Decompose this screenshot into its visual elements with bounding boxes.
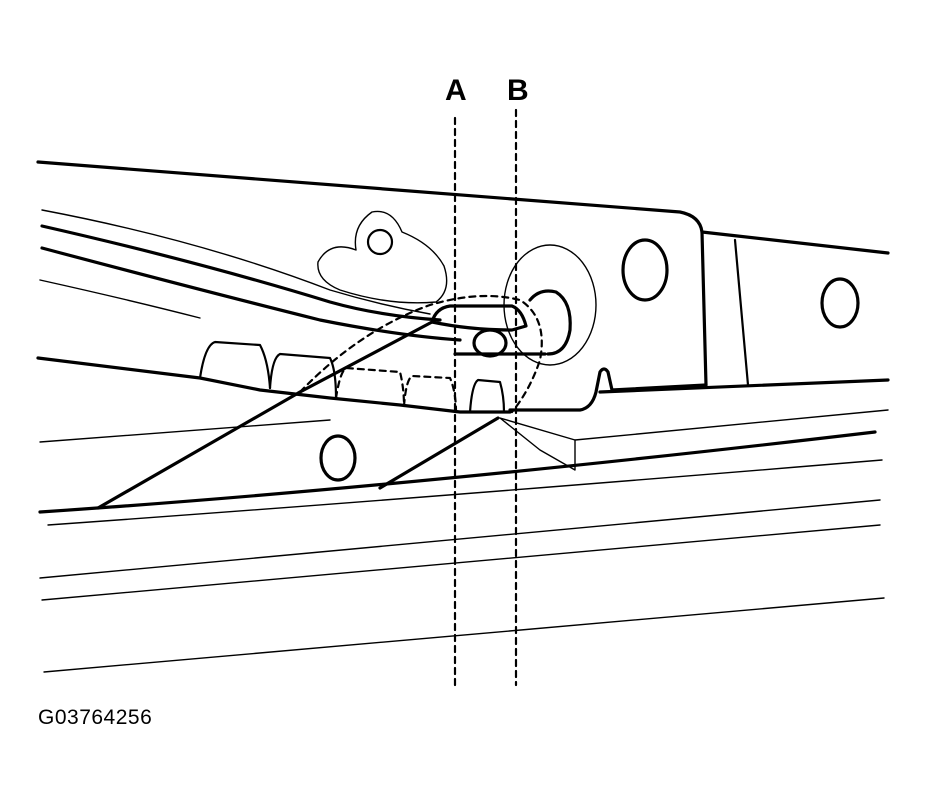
sill-line-4: [41, 524, 881, 601]
bracket-bottom-notch: [508, 367, 708, 412]
sill-line-3: [39, 499, 881, 579]
rib-2: [268, 352, 338, 400]
bolt-boss: [503, 244, 597, 366]
rail-top-line: [41, 209, 431, 315]
sill-line-5: [43, 597, 885, 673]
rail-strip-lower: [40, 246, 462, 342]
rib-5: [468, 378, 506, 414]
panel-hole-2: [820, 277, 860, 329]
panel-hole-1: [621, 238, 669, 302]
sill-line-2: [47, 459, 883, 526]
sill-upper-thin: [39, 419, 331, 443]
upper-panel-right-edge: [700, 230, 890, 255]
rib-3-hidden: [334, 366, 406, 408]
lower-hole: [319, 434, 357, 482]
strut-right: [378, 416, 500, 490]
rib-1: [198, 340, 272, 390]
teardrop-hole: [366, 228, 394, 256]
clip-wedge: [499, 417, 576, 471]
strut-left: [96, 390, 302, 510]
rib-4-hidden: [402, 374, 458, 414]
hidden-bracket-outline: [298, 294, 543, 414]
clip-upper-edge: [574, 409, 889, 441]
strut-left-upper: [298, 320, 434, 394]
teardrop-boss: [317, 210, 448, 304]
panel-lower-edge-right: [598, 378, 890, 394]
bracket-tab: [430, 304, 528, 332]
callout-label-b: B: [507, 74, 529, 107]
bracket-slot: [472, 328, 508, 358]
figure-id: G03764256: [38, 706, 153, 729]
callout-label-a: A: [445, 74, 467, 107]
panel-seam: [733, 238, 750, 387]
sill-main-line: [38, 430, 877, 514]
rail-thin-line: [39, 279, 201, 319]
rail-strip-upper: [40, 224, 442, 322]
bolt-hole: [528, 289, 572, 356]
